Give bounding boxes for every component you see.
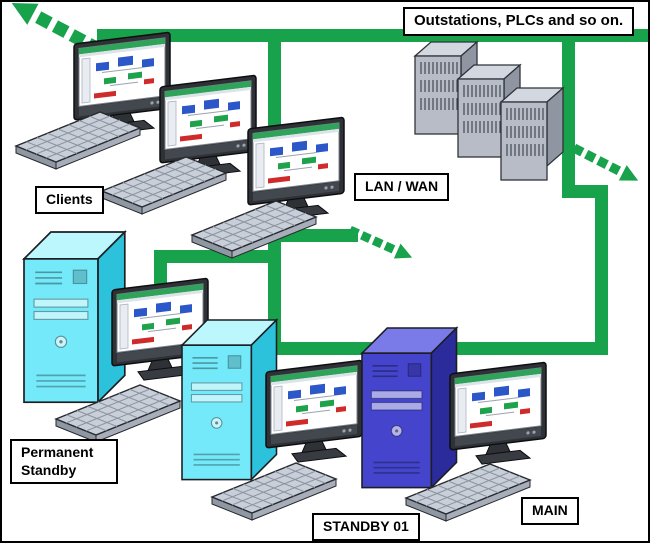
- network-connector-horizontal: [154, 250, 281, 263]
- main-server: [361, 327, 547, 522]
- main-label: MAIN: [521, 497, 579, 525]
- main-monitor: [449, 361, 547, 469]
- network-vertical-right-lower: [595, 185, 608, 355]
- outstations-label: Outstations, PLCs and so on.: [403, 7, 635, 36]
- lan-wan-label: LAN / WAN: [354, 173, 450, 201]
- main-tower: [361, 327, 458, 489]
- standby-01-tower: [181, 319, 278, 481]
- outstations-group: [414, 41, 564, 181]
- network-vertical-right-upper: [562, 29, 575, 191]
- network-arrow-lanwan: [346, 222, 416, 266]
- network-arrow-right-edge: [570, 140, 643, 189]
- permanent-standby-tower: [23, 231, 126, 404]
- client-keyboard-3: [191, 200, 317, 259]
- standby-01-monitor: [265, 359, 363, 467]
- permanent-standby-label: Permanent Standby: [10, 439, 118, 484]
- client-keyboard-1: [15, 111, 141, 170]
- permanent-standby-server: [23, 231, 209, 443]
- clients-label: Clients: [35, 186, 104, 214]
- client-keyboard-2: [101, 156, 227, 215]
- plc-cabinet-3: [500, 87, 564, 181]
- client-workstation-1: [15, 31, 171, 170]
- clients-group: [15, 31, 345, 259]
- standby-01-label: STANDBY 01: [312, 513, 420, 541]
